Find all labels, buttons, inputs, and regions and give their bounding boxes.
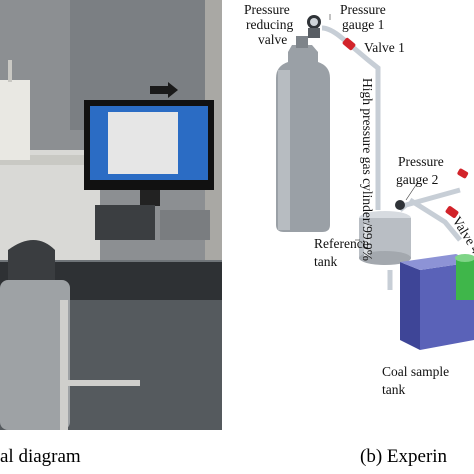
valve-upper-right: [457, 168, 469, 179]
photo-trolley-post: [60, 300, 68, 430]
label-coal-sample-tank-1: Coal sample: [382, 364, 450, 379]
photo-vessel: [0, 80, 30, 160]
photo-trolley-bar: [60, 380, 140, 386]
photo-monitor-window: [108, 112, 178, 174]
coal-sample-tank-lid: [455, 254, 474, 262]
label-coal-sample-tank-2: tank: [382, 382, 406, 397]
photo-gas-cylinder: [0, 280, 70, 430]
gas-cylinder-highlight: [278, 70, 290, 230]
label-reference-tank-2: tank: [314, 254, 338, 269]
label-pressure-reducing-valve-1: Pressure: [244, 2, 290, 17]
label-cylinder: High pressure gas cylinder/99.9%: [360, 78, 375, 261]
label-gauge-1-line1: Pressure: [340, 2, 386, 17]
caption-right: (b) Experin: [360, 446, 448, 467]
pressure-gauge-2-dial: [395, 200, 405, 210]
experimental-schematic: High pressure gas cylinder/99.9% Valve 4…: [230, 0, 474, 430]
label-valve-1: Valve 1: [364, 40, 405, 55]
pressure-reducing-valve-body: [308, 28, 320, 38]
water-bath-side: [400, 262, 420, 350]
label-gauge-2-line2: gauge 2: [396, 172, 439, 187]
photo-cylinder-regulator: [8, 240, 55, 280]
reference-tank-base: [359, 251, 411, 265]
label-reference-tank-1: Reference: [314, 236, 369, 251]
apparatus-photo-drawing: [0, 0, 222, 430]
label-gauge-1-line2: gauge 1: [342, 17, 385, 32]
schematic-drawing: High pressure gas cylinder/99.9% Valve 4: [276, 14, 474, 350]
photo-cabinet-shelf: [0, 155, 95, 165]
photo-cabinet: [0, 150, 100, 260]
photo-vessel-probe: [8, 60, 12, 82]
apparatus-photo: [0, 0, 222, 430]
reference-tank-highlight: [364, 224, 370, 256]
leader-gauge-2: [405, 181, 419, 201]
valve-4: [445, 206, 459, 218]
photo-control-box: [95, 205, 155, 240]
label-pressure-reducing-valve-2: reducing: [246, 17, 294, 32]
caption-left: al diagram: [0, 446, 81, 467]
label-pressure-reducing-valve-3: valve: [258, 32, 288, 47]
valve-1: [342, 37, 356, 51]
photo-monitor-stand: [140, 190, 160, 206]
gas-line-coal: [408, 197, 462, 242]
coal-sample-tank-body: [456, 258, 474, 300]
pressure-gauge-1-face: [310, 18, 318, 26]
gas-line-main: [321, 25, 381, 210]
photo-data-logger: [160, 210, 210, 240]
gas-cylinder-neck: [296, 36, 308, 48]
photo-arrow-sign: [150, 82, 178, 98]
label-gauge-2-line1: Pressure: [398, 154, 444, 169]
